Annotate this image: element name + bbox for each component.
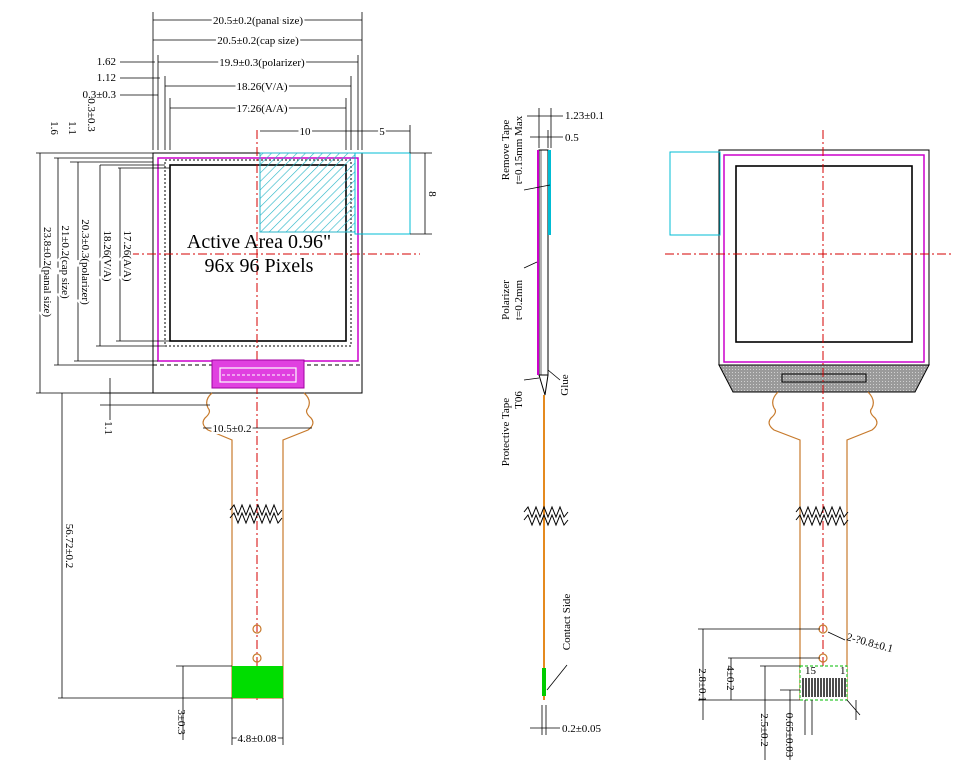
dim-4: 4±0.2 (724, 665, 736, 690)
back-polarizer (723, 154, 925, 363)
dim-fpc-width: 10.5±0.2 (212, 423, 251, 435)
dim-stiffener: 3±0.3 (175, 709, 187, 735)
label-contact-side: Contact Side (561, 594, 573, 651)
fpc-outline-back (768, 391, 878, 700)
dim-0-3-left: 0.3±0.3 (82, 89, 116, 101)
contact-pads (232, 666, 283, 698)
side-contact (542, 668, 546, 696)
dim-va-h: 18.26(V/A) (101, 230, 113, 281)
label-protective-tape-2: T06 (513, 391, 525, 409)
dim-panel-size-w: 20.5±0.2(panal size) (213, 15, 303, 27)
label-glue: Glue (559, 374, 571, 396)
pin-15: 15 (805, 665, 817, 677)
driver-ic-inner (219, 367, 297, 383)
label-polarizer-2: t=0.2mm (513, 279, 525, 320)
active-area-text-1: Active Area 0.96" (187, 231, 331, 253)
remove-tape-tab (354, 152, 411, 235)
dim-2-8: 2.8±0.1 (696, 668, 708, 702)
side-glass (538, 149, 549, 376)
dim-1-1-top: 1.1 (66, 121, 78, 135)
dim-panel-size-h: 23.8±0.2(panal size) (41, 227, 53, 317)
dim-0-65: 0.65±0.03 (783, 713, 795, 758)
dim-cap-size-w: 20.5±0.2(cap size) (217, 35, 299, 47)
active-area (169, 164, 347, 342)
dim-2-5: 2.5±0.2 (758, 713, 770, 747)
dim-10: 10 (300, 126, 312, 138)
dim-polarizer-h: 20.3±0.3(polarizer) (79, 219, 91, 305)
label-protective-tape-1: Protective Tape (500, 398, 512, 466)
dim-va-w: 18.26(V/A) (236, 81, 287, 93)
fpc-hole-2 (252, 653, 262, 663)
dim-hole: 2-?0.8±0.1 (845, 631, 894, 655)
dim-8: 8 (426, 191, 438, 197)
dim-1-62: 1.62 (97, 56, 116, 68)
back-view: 2-?0.8±0.1 15 1 2.8±0.1 4±0.2 2.5±0.2 0.… (665, 130, 953, 760)
label-remove-tape-1: Remove Tape (500, 120, 512, 181)
dim-fpc-thickness: 0.2±0.05 (562, 723, 602, 735)
side-polarizer (537, 150, 539, 375)
dim-contact-width: 4.8±0.08 (237, 733, 277, 745)
dim-0-3-top: 0.3±0.3 (85, 98, 97, 132)
dim-0-5: 0.5 (565, 132, 579, 144)
dim-aa-w: 17.26(A/A) (236, 103, 287, 115)
front-view: Active Area 0.96" 96x 96 Pixels 20.5±0.2… (36, 12, 438, 747)
dim-thickness: 1.23±0.1 (565, 110, 604, 122)
dim-total-length: 56.72±0.2 (63, 524, 75, 569)
dim-5: 5 (379, 126, 385, 138)
fpc-outline-front (202, 392, 314, 698)
side-view: 1.23±0.1 0.5 Remove Tape t=0.15mm Max Po… (500, 108, 604, 735)
side-remove-tape (548, 150, 551, 235)
back-ic-area (718, 364, 930, 393)
driver-ic (211, 359, 305, 389)
back-remove-tape (669, 151, 721, 236)
dim-1-12: 1.12 (97, 72, 116, 84)
back-panel-outline (718, 149, 930, 366)
dim-aa-h: 17.26(A/A) (121, 230, 133, 281)
dim-cap-size-h: 21±0.2(cap size) (59, 225, 71, 299)
active-area-text-2: 96x 96 Pixels (205, 255, 314, 277)
dim-polarizer-w: 19.9±0.3(polarizer) (219, 57, 305, 69)
pin-1: 1 (840, 665, 846, 677)
dim-1-1-bottom: 1.1 (102, 421, 114, 435)
dim-1-6: 1.6 (48, 121, 60, 135)
back-pins (802, 678, 846, 697)
fpc-hole-1 (252, 624, 262, 634)
remove-tape-hatch (259, 152, 356, 233)
label-remove-tape-2: t=0.15mm Max (513, 115, 525, 184)
viewing-area-outline (164, 159, 352, 347)
label-polarizer-1: Polarizer (500, 280, 512, 320)
